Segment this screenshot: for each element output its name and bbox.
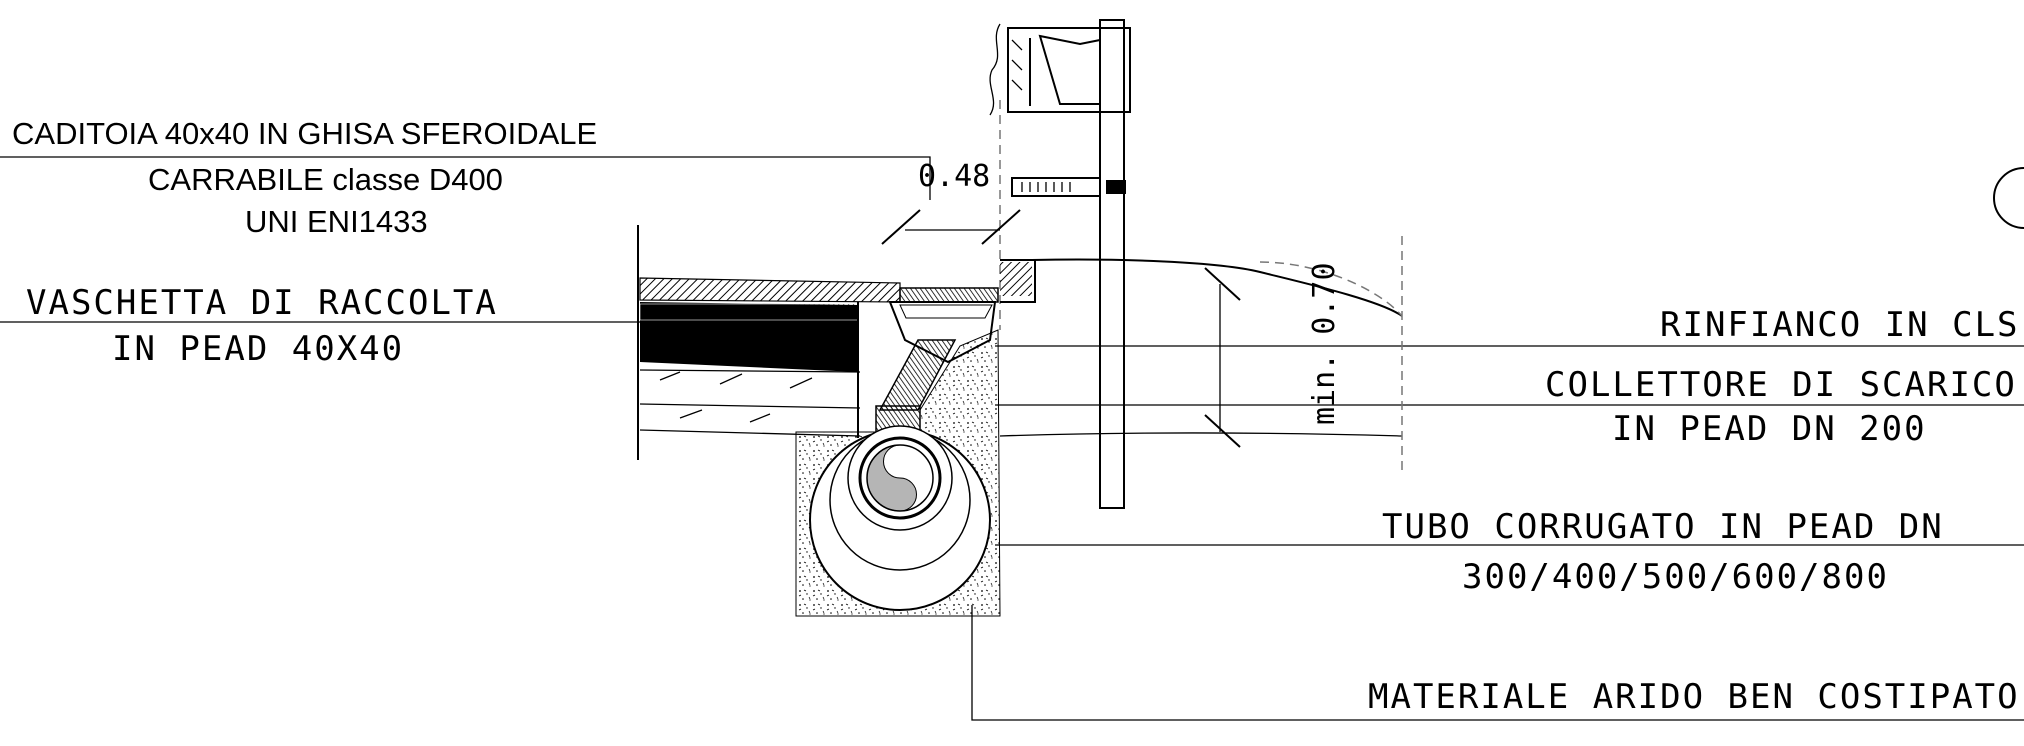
label-collettore-line2: IN PEAD DN 200 [1612,409,1927,449]
label-tubo-line2: 300/400/500/600/800 [1462,557,1889,597]
dimension-depth [1204,267,1241,448]
gravel-trench [795,329,1001,617]
road-pavement [637,225,901,460]
label-caditoia-line3: UNI ENI1433 [245,204,428,239]
detail-callout-circle [1993,167,2024,229]
leader-lines [0,156,2024,721]
dimension-width-text: 0.48 [918,159,991,194]
label-vaschetta-line1: VASCHETTA DI RACCOLTA [26,283,498,323]
label-vaschetta-line2: IN PEAD 40X40 [112,329,405,369]
curb-and-barrier [989,19,1403,509]
dimension-depth-text: min. 0.70 [1307,262,1342,425]
label-rinfianco: RINFIANCO IN CLS [1660,305,2020,345]
grate-and-basin [888,287,999,364]
label-collettore-line1: COLLETTORE DI SCARICO [1545,365,2017,405]
label-caditoia-line1: CADITOIA 40x40 IN GHISA SFEROIDALE [12,116,598,151]
label-tubo-line1: TUBO CORRUGATO IN PEAD DN [1382,507,1944,547]
dimension-width [881,209,1021,245]
label-materiale: MATERIALE ARIDO BEN COSTIPATO [1368,677,2020,717]
label-caditoia-line2: CARRABILE classe D400 [148,162,503,197]
